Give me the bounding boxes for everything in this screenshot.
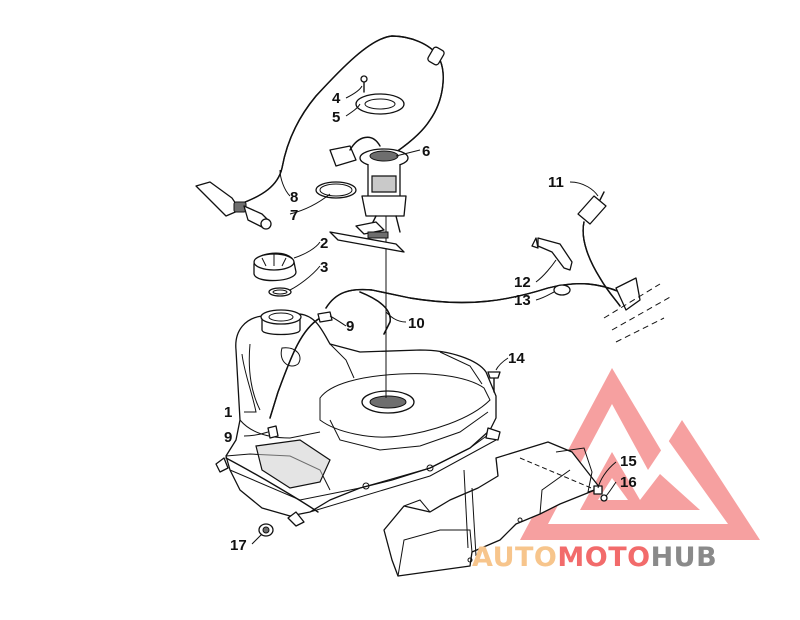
watermark-moto: MOTO (557, 542, 650, 573)
fuel-supply-hose (195, 35, 445, 230)
fuel-pump-assembly (315, 75, 409, 398)
callout-8: 8 (290, 189, 298, 206)
callout-4: 4 (332, 90, 341, 107)
callout-13: 13 (514, 292, 531, 309)
callout-10: 10 (408, 315, 425, 332)
callout-9-lower: 9 (224, 429, 232, 446)
watermark-text: AUTOMOTOHUB (472, 542, 717, 573)
callout-17: 17 (230, 537, 247, 554)
callout-2: 2 (320, 235, 328, 252)
fasteners (258, 311, 608, 537)
callout-14: 14 (508, 350, 525, 367)
fuel-filter (531, 191, 673, 343)
callout-1: 1 (224, 404, 232, 421)
callout-15: 15 (620, 453, 637, 470)
callout-9-upper: 9 (346, 318, 354, 335)
callout-numbers: 1 2 3 4 5 6 7 8 9 9 10 11 12 13 14 15 16… (224, 90, 637, 554)
callout-16: 16 (620, 474, 637, 491)
vent-hose (269, 283, 621, 419)
svg-text:AUTOMOTOHUB: AUTOMOTOHUB (472, 542, 717, 573)
callout-5: 5 (332, 109, 340, 126)
callout-7: 7 (290, 207, 298, 224)
skid-plate (383, 441, 601, 577)
watermark-hub: HUB (651, 542, 718, 573)
fuel-cap (253, 252, 297, 297)
callout-11: 11 (548, 174, 564, 191)
callout-12: 12 (514, 274, 531, 291)
watermark-logo (520, 368, 760, 540)
leader-lines (241, 85, 617, 545)
watermark-auto: AUTO (472, 542, 557, 573)
callout-6: 6 (422, 143, 430, 160)
fuel-tank (215, 309, 501, 527)
callout-3: 3 (320, 259, 328, 276)
